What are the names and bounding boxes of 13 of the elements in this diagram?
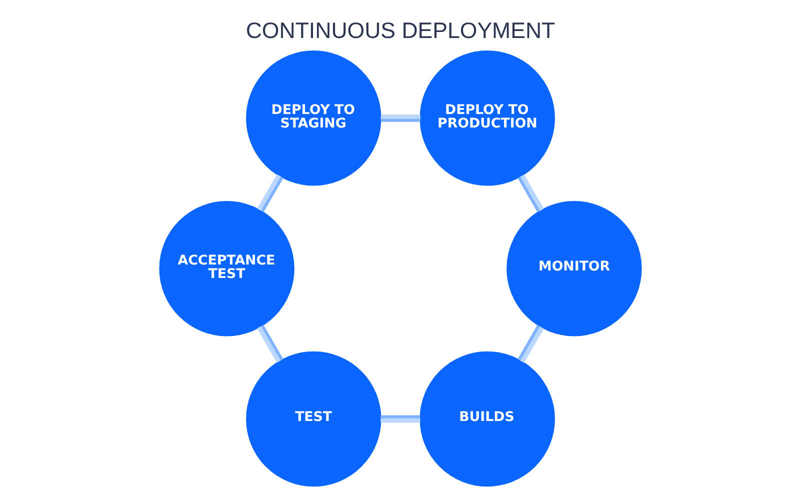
connector — [380, 415, 420, 423]
node-circle: DEPLOY TO STAGING — [246, 50, 381, 186]
diagram-title: CONTINUOUS DEPLOYMENT — [245, 18, 555, 43]
node-circle: MONITOR — [506, 200, 642, 336]
connector — [256, 174, 283, 212]
node-circle: ACCEPTANCE TEST — [158, 200, 294, 336]
node-circle: DEPLOY TO PRODUCTION — [419, 50, 554, 186]
node-circle: TEST — [246, 351, 381, 487]
connector — [380, 114, 420, 122]
connector — [517, 324, 544, 363]
connector — [256, 324, 283, 363]
node-circle: BUILDS — [419, 351, 554, 487]
connector — [517, 174, 544, 212]
